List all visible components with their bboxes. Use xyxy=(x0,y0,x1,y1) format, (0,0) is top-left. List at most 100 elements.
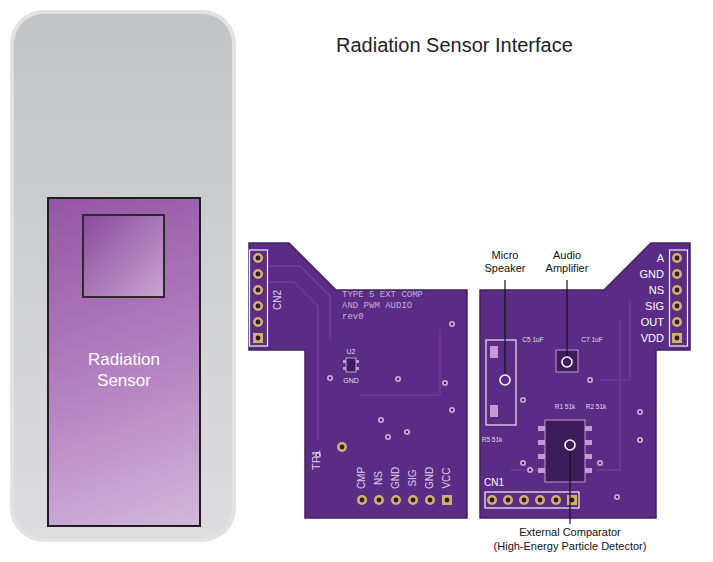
via-hole xyxy=(599,462,601,464)
pin-name: GND xyxy=(390,467,402,489)
callout-label: Micro Speaker xyxy=(474,249,536,275)
pad-hole xyxy=(428,498,433,503)
leader-rings xyxy=(500,357,575,450)
via xyxy=(587,377,593,383)
header-pad xyxy=(442,495,452,505)
trace xyxy=(268,266,330,340)
header-pad xyxy=(391,495,401,505)
pad-hole xyxy=(411,498,416,503)
via-hole xyxy=(522,462,524,464)
test-point-name: TP1 xyxy=(310,450,323,470)
via-hole xyxy=(397,378,399,380)
header-pad xyxy=(519,495,529,505)
pad-hole xyxy=(445,498,450,503)
leader-ring xyxy=(565,440,575,450)
pin-name: OUT xyxy=(641,316,664,329)
part-name: C7 1uF xyxy=(581,336,602,344)
trace xyxy=(360,330,440,395)
pad-hole xyxy=(522,498,527,503)
leader-line xyxy=(504,280,505,375)
via xyxy=(449,321,455,327)
via-hole xyxy=(329,377,331,379)
pin-name: NS xyxy=(373,471,385,485)
sensor-label: Radiation Sensor xyxy=(74,349,174,392)
ic-pin xyxy=(585,440,592,445)
via xyxy=(442,380,448,386)
via-hole xyxy=(451,409,453,411)
via-hole xyxy=(451,323,453,325)
ic-pin xyxy=(343,360,346,363)
header-pad xyxy=(672,269,682,279)
comparator-ic xyxy=(545,420,585,482)
ic-pin xyxy=(585,468,592,473)
ic-pin xyxy=(538,440,545,445)
part-name: R2 51k xyxy=(586,403,607,411)
via xyxy=(614,494,620,500)
speaker-pad xyxy=(490,405,498,417)
header-pad xyxy=(253,301,263,311)
header-pad xyxy=(672,317,682,327)
pad-hole xyxy=(675,336,680,341)
pin-name: GND xyxy=(343,377,359,385)
pad-hole xyxy=(675,304,680,309)
via xyxy=(404,429,410,435)
header-pad xyxy=(551,495,561,505)
pin-name: VCC xyxy=(441,467,453,488)
pads-and-vias xyxy=(253,253,682,505)
ic-pin xyxy=(538,454,545,459)
via xyxy=(527,467,533,473)
trace xyxy=(510,469,538,471)
header-pad xyxy=(337,442,347,452)
via xyxy=(637,437,643,443)
header-pad xyxy=(253,253,263,263)
pad-hole xyxy=(538,498,543,503)
pad-hole xyxy=(675,256,680,261)
pad-hole xyxy=(256,288,261,293)
pin-name: A xyxy=(657,252,664,265)
header-pad xyxy=(672,253,682,263)
pad-hole xyxy=(256,272,261,277)
header-pad xyxy=(487,495,497,505)
ic-pin xyxy=(343,367,346,370)
header-pad xyxy=(357,495,367,505)
leader-ring xyxy=(500,375,510,385)
via xyxy=(520,397,526,403)
header-pad xyxy=(503,495,513,505)
pin-name: GND xyxy=(640,268,664,281)
ic-pin xyxy=(538,426,545,431)
pad-hole xyxy=(506,498,511,503)
header-outline xyxy=(485,492,579,508)
pin-name: NS xyxy=(649,284,664,297)
ic-pin xyxy=(356,367,359,370)
header-pad xyxy=(253,317,263,327)
pcb-board xyxy=(249,243,467,518)
pad-hole xyxy=(394,498,399,503)
via xyxy=(378,417,384,423)
micro-speaker xyxy=(486,340,516,425)
ic-pin xyxy=(538,468,545,473)
via xyxy=(449,407,455,413)
via-hole xyxy=(406,431,408,433)
trace xyxy=(268,282,318,440)
header-pad xyxy=(535,495,545,505)
header-pad xyxy=(408,495,418,505)
pin-name: SIG xyxy=(407,469,419,486)
via-hole xyxy=(444,382,446,384)
header-pad xyxy=(253,269,263,279)
pad-hole xyxy=(675,320,680,325)
connector-name: CN2 xyxy=(272,290,284,310)
callout-label: Audio Amplifier xyxy=(536,249,598,275)
leader-lines xyxy=(505,280,570,524)
header-pad xyxy=(672,301,682,311)
via xyxy=(327,375,333,381)
via-hole xyxy=(589,379,591,381)
connector-name: CN1 xyxy=(484,477,504,489)
part-name: C5 1uF xyxy=(522,336,543,344)
board-marking: TYPE 5 EXT COMP AND PWM AUDIO rev0 xyxy=(342,290,426,322)
callout-label: (High-Energy Particle Detector) xyxy=(494,540,647,553)
via-hole xyxy=(380,419,382,421)
pad-hole xyxy=(256,256,261,261)
pad-hole xyxy=(360,498,365,503)
ic-pin xyxy=(585,426,592,431)
sensor-housing xyxy=(12,12,234,540)
